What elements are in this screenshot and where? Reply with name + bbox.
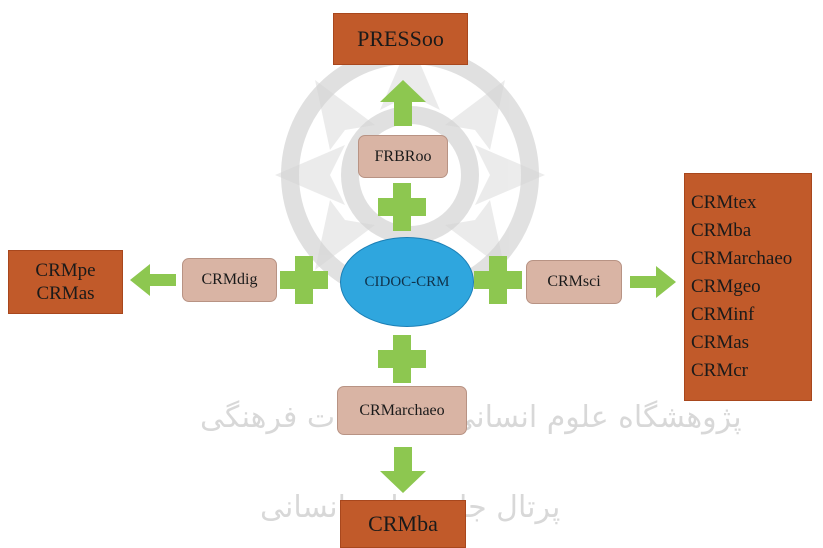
watermark-text-line1: پژوهشگاه علوم انسانی و مطالعات فرهنگی: [200, 400, 742, 435]
node-frbroo-label: FRBRoo: [374, 147, 432, 165]
plus-icon-bottom: [378, 335, 426, 383]
node-pressoo: PRESSoo: [333, 13, 468, 65]
node-right-outer-item: CRMarchaeo: [691, 248, 793, 269]
arrow-down: [380, 447, 426, 493]
node-bottom-outer-label: CRMba: [368, 511, 438, 536]
node-left-outer-item: CRMpe: [35, 260, 96, 281]
node-right-outer-item: CRMas: [691, 332, 750, 353]
node-crmsci-label: CRMsci: [547, 273, 601, 290]
node-left-outer: CRMpe CRMas: [8, 250, 123, 314]
arrow-left: [130, 264, 176, 296]
node-right-outer-item: CRMcr: [691, 360, 748, 381]
center-cidoc-crm: CIDOC-CRM: [340, 237, 474, 327]
node-right-outer-item: CRMtex: [691, 192, 757, 213]
node-right-outer-item: CRMinf: [691, 304, 755, 325]
plus-icon-right: [474, 256, 522, 304]
node-crmdig: CRMdig: [182, 258, 277, 302]
center-label: CIDOC-CRM: [364, 273, 450, 290]
plus-icon-top: [378, 183, 426, 231]
node-crmarchaeo: CRMarchaeo: [337, 386, 467, 435]
node-crmarchaeo-label: CRMarchaeo: [359, 401, 445, 419]
node-right-outer: CRMtex CRMba CRMarchaeo CRMgeo CRMinf CR…: [684, 173, 812, 401]
node-bottom-outer: CRMba: [340, 500, 466, 548]
node-pressoo-label: PRESSoo: [357, 26, 444, 51]
node-right-outer-item: CRMba: [691, 220, 752, 241]
arrow-right: [630, 266, 676, 298]
node-frbroo: FRBRoo: [358, 135, 448, 178]
node-crmdig-label: CRMdig: [201, 271, 258, 288]
node-right-outer-item: CRMgeo: [691, 276, 761, 297]
node-left-outer-item: CRMas: [36, 283, 95, 304]
arrow-up: [380, 80, 426, 126]
node-crmsci: CRMsci: [526, 260, 622, 304]
plus-icon-left: [280, 256, 328, 304]
